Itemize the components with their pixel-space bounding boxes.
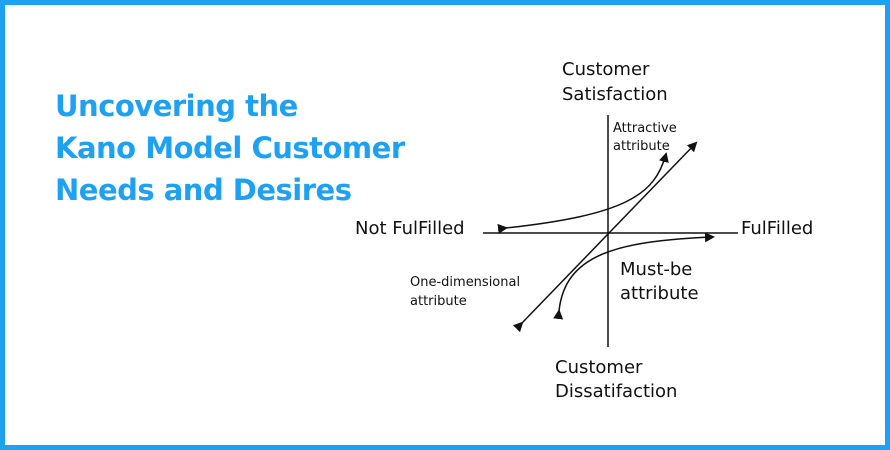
top-axis-label-line-1: Customer — [562, 59, 650, 80]
title-line-2: Kano Model Customer — [55, 131, 405, 165]
attractive-curve — [497, 152, 669, 234]
one-dimensional-label-line-2: attribute — [410, 294, 467, 309]
top-axis-label-line-2: Satisfaction — [562, 84, 668, 105]
attractive-label-line-2: attribute — [613, 139, 670, 154]
title-line-3: Needs and Desires — [55, 173, 352, 207]
page-title: Uncovering the Kano Model Customer Needs… — [55, 85, 405, 211]
title-line-1: Uncovering the — [55, 89, 298, 123]
must-be-label-line-2: attribute — [620, 283, 699, 304]
bottom-axis-label-line-2: Dissatifaction — [555, 381, 677, 402]
kano-diagram: Customer Satisfaction Customer Dissatifa… — [355, 59, 813, 402]
bottom-axis-label-line-1: Customer — [555, 357, 643, 378]
left-axis-label: Not FulFilled — [355, 218, 465, 239]
attractive-label-line-1: Attractive — [613, 121, 677, 136]
right-axis-label: FulFilled — [741, 218, 813, 239]
one-dimensional-label-line-1: One-dimensional — [410, 275, 520, 290]
must-be-curve — [553, 232, 715, 320]
must-be-label-line-1: Must-be — [620, 259, 692, 280]
